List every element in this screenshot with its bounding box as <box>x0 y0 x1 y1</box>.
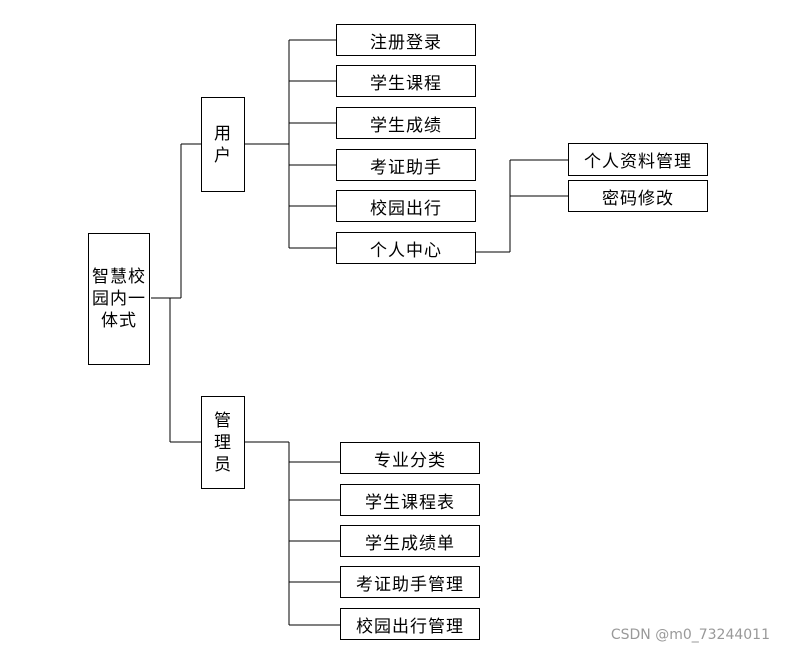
personal-center-item-label: 密码修改 <box>602 188 674 209</box>
user-item-grades: 学生成绩 <box>336 107 476 139</box>
user-item-courses: 学生课程 <box>336 65 476 97</box>
user-item-campus-travel: 校园出行 <box>336 190 476 222</box>
admin-item-transcript: 学生成绩单 <box>340 525 480 557</box>
watermark: CSDN @m0_73244011 <box>610 627 770 643</box>
admin-node: 管理员 <box>201 396 245 489</box>
user-item-label: 学生成绩 <box>370 115 442 136</box>
root-node: 智慧校园内一体式 <box>88 233 150 365</box>
admin-item-label: 专业分类 <box>374 450 446 471</box>
admin-item-course-schedule: 学生课程表 <box>340 484 480 516</box>
personal-center-password: 密码修改 <box>568 180 708 212</box>
admin-item-label: 学生课程表 <box>365 492 455 513</box>
root-label: 智慧校园内一体式 <box>92 267 146 331</box>
user-item-label: 考证助手 <box>370 157 442 178</box>
user-label: 用户 <box>214 123 232 166</box>
admin-item-major-category: 专业分类 <box>340 442 480 474</box>
user-item-label: 校园出行 <box>370 198 442 219</box>
admin-label: 管理员 <box>214 410 232 475</box>
admin-item-label: 考证助手管理 <box>356 574 464 595</box>
user-item-personal-center: 个人中心 <box>336 232 476 264</box>
user-item-label: 注册登录 <box>370 32 442 53</box>
user-item-exam-assistant: 考证助手 <box>336 149 476 181</box>
user-item-register-login: 注册登录 <box>336 24 476 56</box>
personal-center-item-label: 个人资料管理 <box>584 152 692 172</box>
user-item-label: 学生课程 <box>370 73 442 94</box>
admin-item-label: 学生成绩单 <box>365 533 455 554</box>
user-item-label: 个人中心 <box>370 240 442 261</box>
personal-center-profile: 个人资料管理 <box>568 143 708 176</box>
user-node: 用户 <box>201 97 245 192</box>
admin-item-label: 校园出行管理 <box>356 616 464 637</box>
admin-item-campus-travel-mgmt: 校园出行管理 <box>340 608 480 640</box>
admin-item-exam-assistant-mgmt: 考证助手管理 <box>340 566 480 598</box>
